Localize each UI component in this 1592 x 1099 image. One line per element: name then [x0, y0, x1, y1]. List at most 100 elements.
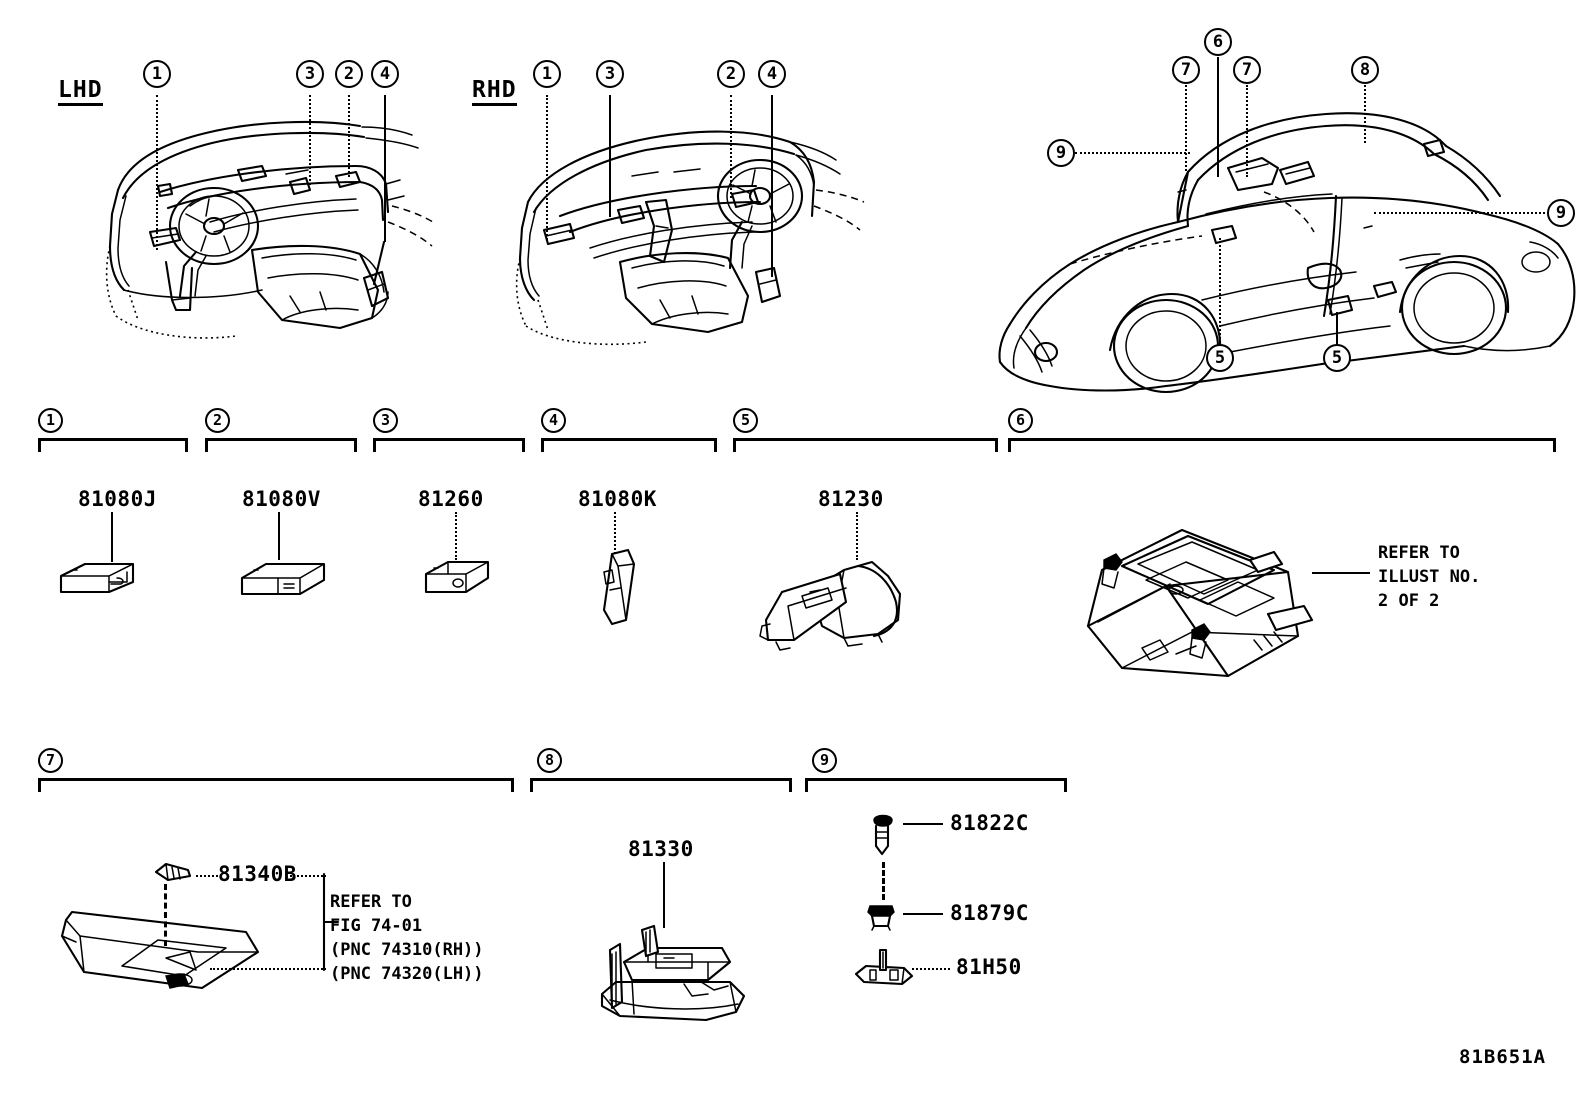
group-number-9[interactable]: 9 [812, 748, 837, 773]
part-leader-81080V [278, 512, 280, 560]
figure-code: 81B651A [1459, 1046, 1547, 1068]
part-illustration-81879C [867, 905, 895, 931]
rhd-leader-2 [730, 95, 732, 198]
group-bracket-9 [805, 778, 1067, 792]
vehicle-leader-7-left [1185, 85, 1187, 171]
group-number-4[interactable]: 4 [541, 408, 566, 433]
group-number-1[interactable]: 1 [38, 408, 63, 433]
group-number-6[interactable]: 6 [1008, 408, 1033, 433]
group-number-7[interactable]: 7 [38, 748, 63, 773]
part-leader-81330 [663, 862, 665, 928]
group-number-3[interactable]: 3 [373, 408, 398, 433]
part-number-81879C: 81879C [950, 901, 1029, 925]
group-number-8[interactable]: 8 [537, 748, 562, 773]
vehicle-callout-8[interactable]: 8 [1351, 56, 1379, 84]
lhd-leader-4-angle [372, 240, 386, 286]
vehicle-leader-5-right [1336, 312, 1338, 346]
vehicle-callout-7-left[interactable]: 7 [1172, 56, 1200, 84]
part-leader-81879C [903, 913, 943, 915]
part-illustration-81260 [424, 560, 490, 594]
vehicle-callout-9-right[interactable]: 9 [1547, 199, 1575, 227]
lhd-callout-3[interactable]: 3 [296, 60, 324, 88]
clip-attach-line-81340B [164, 884, 167, 946]
vehicle-view: 6 7 7 8 9 9 5 5 [930, 0, 1592, 400]
rhd-callout-1[interactable]: 1 [533, 60, 561, 88]
rhd-view: RHD [460, 0, 920, 390]
part-number-81230: 81230 [818, 487, 884, 511]
vehicle-leader-9-left [1075, 152, 1190, 154]
refer-brace-fig74 [322, 872, 340, 972]
lhd-label: LHD [58, 78, 103, 107]
refer-leader-illust-2of2 [1312, 572, 1370, 574]
group-bracket-1 [38, 438, 188, 452]
part-leader-81340B-right [290, 875, 326, 877]
part-number-81260: 81260 [418, 487, 484, 511]
part-number-81330: 81330 [628, 837, 694, 861]
vehicle-leader-5-left [1219, 238, 1221, 346]
part-illustration-81080K [602, 548, 636, 626]
part-leader-81260 [455, 512, 457, 560]
part-illustration-overhead-console [1086, 528, 1314, 678]
rhd-callout-2[interactable]: 2 [717, 60, 745, 88]
lhd-leader-1 [156, 95, 158, 250]
part-number-81080K: 81080K [578, 487, 657, 511]
vehicle-callout-9-left[interactable]: 9 [1047, 139, 1075, 167]
part-illustration-81230 [759, 560, 902, 651]
part-number-81080J: 81080J [78, 487, 157, 511]
group-bracket-8 [530, 778, 792, 792]
lhd-dashboard-illustration [105, 120, 437, 339]
part-leader-81230 [856, 512, 858, 560]
part-leader-81080K [614, 512, 616, 554]
refer-note-illust-2of2: REFER TO ILLUST NO. 2 OF 2 [1378, 543, 1481, 612]
vehicle-illustration [998, 112, 1576, 394]
part-number-81822C: 81822C [950, 811, 1029, 835]
rhd-label: RHD [472, 78, 517, 107]
vehicle-leader-8 [1364, 85, 1366, 143]
rhd-leader-3 [609, 95, 611, 217]
part-number-81340B: 81340B [218, 862, 297, 886]
group-bracket-5 [733, 438, 998, 452]
group-bracket-6 [1008, 438, 1556, 452]
part-leader-81H50 [912, 968, 950, 970]
group-number-5[interactable]: 5 [733, 408, 758, 433]
group-bracket-4 [541, 438, 717, 452]
rhd-callout-4[interactable]: 4 [758, 60, 786, 88]
part-number-81H50: 81H50 [956, 955, 1022, 979]
part-number-81080V: 81080V [242, 487, 321, 511]
vehicle-leader-6 [1217, 57, 1219, 177]
part-illustration-81080J [59, 562, 135, 594]
part-illustration-81330 [600, 924, 746, 1022]
rhd-leader-4 [771, 95, 773, 277]
rhd-leader-1 [546, 95, 548, 240]
part-leader-visor-to-brace [210, 968, 326, 970]
lhd-view: LHD [0, 0, 460, 390]
group-bracket-2 [205, 438, 357, 452]
group-number-2[interactable]: 2 [205, 408, 230, 433]
assembly-axis-9 [882, 862, 885, 900]
lhd-leader-4-vert [384, 95, 386, 242]
part-illustration-81080V [240, 562, 326, 596]
rhd-dashboard-illustration [515, 130, 865, 346]
part-leader-81822C [903, 823, 943, 825]
vehicle-callout-5-right[interactable]: 5 [1323, 344, 1351, 372]
part-illustration-81340B-clip [154, 862, 192, 882]
lhd-callout-4[interactable]: 4 [371, 60, 399, 88]
part-illustration-81822C [873, 814, 893, 856]
vehicle-callout-6[interactable]: 6 [1204, 28, 1232, 56]
group-bracket-3 [373, 438, 525, 452]
part-leader-81080J [111, 512, 113, 562]
vehicle-callout-7-right[interactable]: 7 [1233, 56, 1261, 84]
part-leader-81340B-left [196, 875, 218, 877]
group-bracket-7 [38, 778, 514, 792]
vehicle-callout-5-left[interactable]: 5 [1206, 344, 1234, 372]
rhd-callout-3[interactable]: 3 [596, 60, 624, 88]
part-illustration-81H50 [854, 948, 914, 986]
lhd-callout-1[interactable]: 1 [143, 60, 171, 88]
refer-note-fig-74-01: REFER TO FIG 74-01 (PNC 74310(RH)) (PNC … [330, 892, 484, 985]
lhd-leader-3 [309, 95, 311, 185]
vehicle-leader-7-right [1246, 85, 1248, 177]
vehicle-leader-9-right [1374, 212, 1549, 214]
part-illustration-sun-visor [60, 910, 260, 990]
lhd-callout-2[interactable]: 2 [335, 60, 363, 88]
